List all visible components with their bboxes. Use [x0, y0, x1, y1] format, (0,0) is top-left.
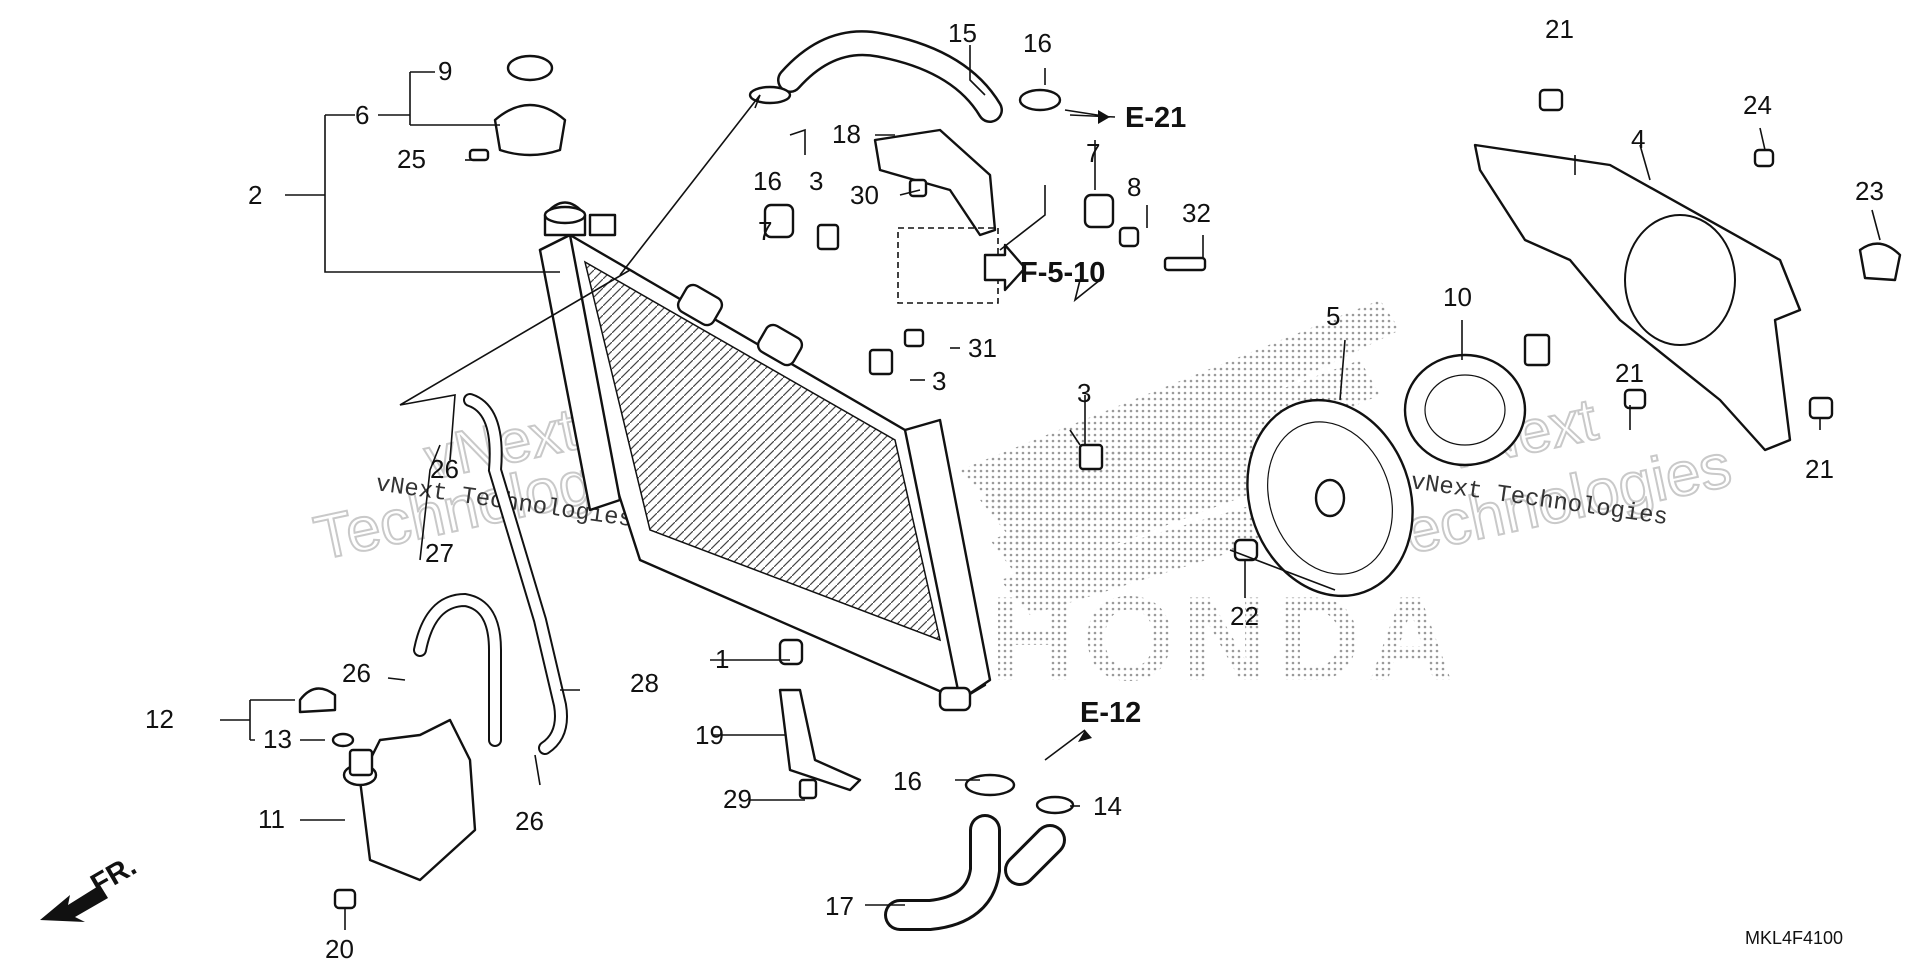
callout-13: 13	[263, 724, 292, 754]
hoses	[413, 30, 1066, 931]
callout-7: 7	[1086, 138, 1100, 168]
callout-7: 7	[758, 216, 772, 246]
callout-15: 15	[948, 18, 977, 48]
callout-31: 31	[968, 333, 997, 363]
diagram-code: MKL4F4100	[1745, 928, 1843, 948]
callout-18: 18	[832, 119, 861, 149]
callout-21: 21	[1545, 14, 1574, 44]
callout-4: 4	[1631, 124, 1645, 154]
ref-e21: E-21	[1125, 102, 1186, 134]
radiator-cap-6	[493, 103, 567, 157]
callout-26: 26	[430, 454, 459, 484]
callout-19: 19	[695, 720, 724, 750]
ref-e12: E-12	[1080, 697, 1141, 729]
callout-25: 25	[397, 144, 426, 174]
callout-17: 17	[825, 891, 854, 921]
callout-9: 9	[438, 56, 452, 86]
front-direction-arrow: FR.	[40, 850, 142, 922]
callout-20: 20	[325, 934, 354, 960]
cooling-fan	[1246, 398, 1414, 598]
callout-32: 32	[1182, 198, 1211, 228]
fan-shroud	[1473, 143, 1802, 452]
callout-21: 21	[1615, 358, 1644, 388]
honda-wordmark: HONDA	[990, 572, 1460, 706]
callout-21: 21	[1805, 454, 1834, 484]
callout-22: 22	[1230, 601, 1259, 631]
callout-27: 27	[425, 538, 454, 568]
callout-16: 16	[1023, 28, 1052, 58]
fan-motor	[1403, 333, 1551, 467]
callout-6: 6	[355, 100, 369, 130]
callout-12: 12	[145, 704, 174, 734]
callout-14: 14	[1093, 791, 1122, 821]
callout-numbers: 1 2 3 3 3 4 5 6 7 7 8 9 10 11 12 13 14 1…	[145, 14, 1884, 964]
callout-16: 16	[753, 166, 782, 196]
callout-29: 29	[723, 784, 752, 814]
reserve-tank	[298, 687, 477, 882]
callout-24: 24	[1743, 90, 1772, 120]
callout-26: 26	[342, 658, 371, 688]
callout-2: 2	[248, 180, 262, 210]
callout-23: 23	[1855, 176, 1884, 206]
callout-5: 5	[1326, 301, 1340, 331]
callout-28: 28	[630, 668, 659, 698]
callout-26: 26	[515, 806, 544, 836]
radiator	[538, 201, 992, 712]
ref-f510: F-5-10	[1020, 257, 1105, 289]
cap-seal-9	[506, 54, 554, 82]
callout-16: 16	[893, 766, 922, 796]
callout-30: 30	[850, 180, 879, 210]
hardware	[333, 54, 1902, 910]
callout-11: 11	[258, 804, 285, 834]
callout-3: 3	[809, 166, 823, 196]
callout-3: 3	[1077, 378, 1091, 408]
callout-10: 10	[1443, 282, 1472, 312]
callout-8: 8	[1127, 172, 1141, 202]
callout-3: 3	[932, 366, 946, 396]
leader-lines	[220, 45, 1881, 930]
callout-1: 1	[715, 644, 729, 674]
